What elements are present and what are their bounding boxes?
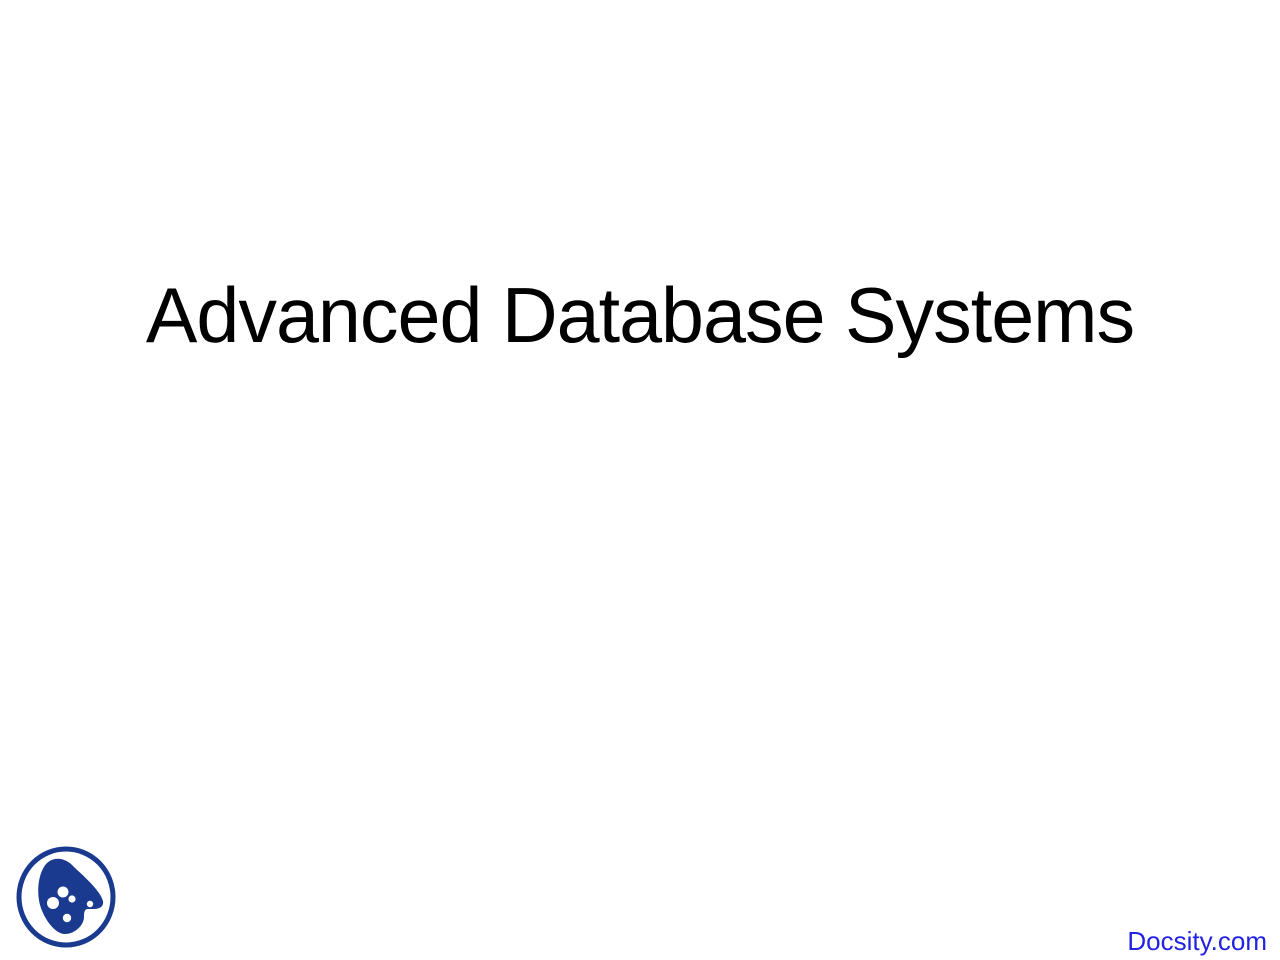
logo-dot [57,886,69,898]
docsity-logo-svg [16,846,116,948]
docsity-logo-icon [14,844,118,950]
logo-dot [86,900,94,908]
docsity-watermark-link[interactable]: Docsity.com [1127,926,1267,956]
slide-title: Advanced Database Systems [145,271,1135,359]
logo-dot [62,913,72,923]
logo-dot [68,895,76,903]
logo-circle-outline [16,846,116,948]
logo-dot [47,897,59,909]
